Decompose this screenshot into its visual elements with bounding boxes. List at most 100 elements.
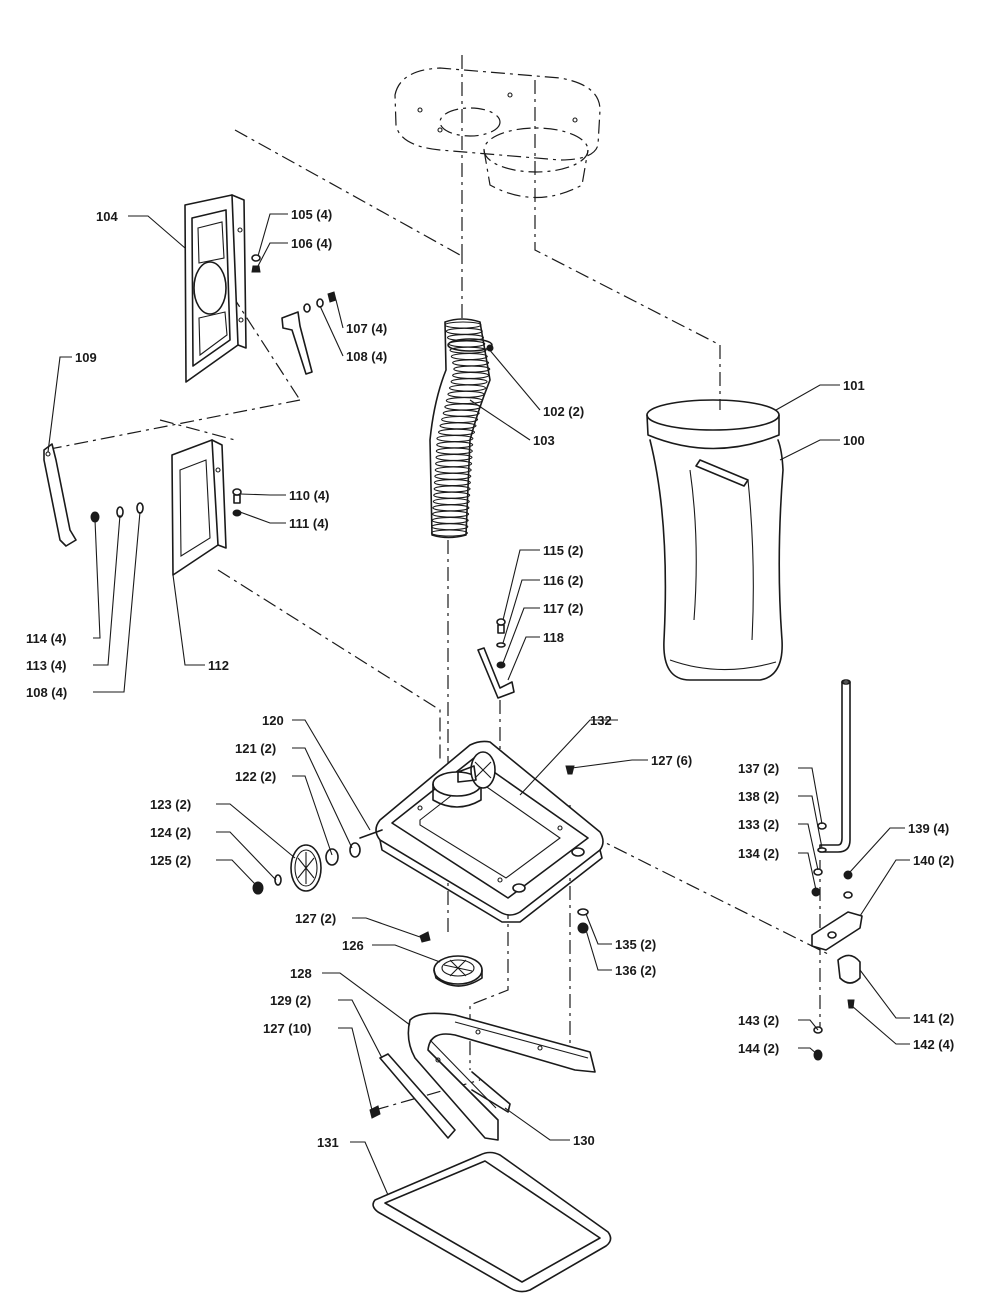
callout-105: 105 (4): [291, 207, 332, 222]
part-132-base-plate: [375, 740, 604, 923]
callout-110: 110 (4): [289, 488, 329, 503]
callout-131: 131: [317, 1135, 339, 1150]
assembly-lines: [44, 55, 831, 1111]
part-109-bracket: [43, 443, 77, 547]
hose-rib: [453, 365, 491, 373]
callout-144: 144 (2): [738, 1041, 779, 1056]
part-112-lower-panel: [171, 439, 227, 576]
hose-rib: [436, 434, 474, 443]
callout-103: 103: [533, 433, 555, 448]
callout-139: 139 (4): [908, 821, 949, 836]
callout-125: 125 (2): [150, 853, 191, 868]
hose-rib: [439, 422, 477, 430]
front-wheel-assembly: [252, 829, 383, 895]
callout-109: 109: [75, 350, 97, 365]
callout-120: 120: [262, 713, 284, 728]
callout-113: 113 (4): [26, 658, 66, 673]
callout-111: 111 (4): [289, 516, 329, 531]
hose-rib: [435, 447, 473, 455]
callout-134: 134 (2): [738, 846, 779, 861]
hose-rib: [448, 340, 486, 348]
part-100-101-collection-bag: [646, 399, 784, 681]
callout-116: 116 (2): [543, 573, 583, 588]
callout-117: 117 (2): [543, 601, 583, 616]
callout-108-lower: 108 (4): [26, 685, 67, 700]
callout-102: 102 (2): [543, 404, 584, 419]
callout-101: 101: [843, 378, 865, 393]
callout-121: 121 (2): [235, 741, 276, 756]
part-126-impeller: [433, 955, 483, 987]
callout-112: 112: [208, 658, 229, 673]
upper-housing-reference: [394, 67, 601, 198]
hose-rib: [430, 529, 468, 537]
callout-138: 138 (2): [738, 789, 779, 804]
callout-129: 129 (2): [270, 993, 311, 1008]
hose-rib: [435, 460, 473, 468]
hose-rib: [434, 472, 472, 480]
callout-127-bottom: 127 (10): [263, 1021, 311, 1036]
callout-126: 126: [342, 938, 364, 953]
part-128-130-base-skirt: [379, 1012, 596, 1141]
callout-137: 137 (2): [738, 761, 779, 776]
washers-108-113-114: [90, 502, 144, 523]
screws-127-135-136: [419, 765, 589, 943]
hose-rib: [450, 378, 488, 386]
screw-127-lower: [369, 1105, 381, 1119]
callout-127-top: 127 (6): [651, 753, 692, 768]
callout-141: 141 (2): [913, 1011, 954, 1026]
hose-rib: [444, 321, 482, 329]
callout-104: 104: [96, 209, 118, 224]
hose-rib: [433, 491, 471, 499]
hose-rib: [445, 327, 483, 335]
hose-rib: [432, 510, 470, 518]
part-104-upper-panel: [184, 194, 247, 383]
callout-130: 130: [573, 1133, 595, 1148]
hose-rib: [432, 504, 470, 512]
hose-rib: [445, 397, 483, 405]
callout-140: 140 (2): [913, 853, 954, 868]
callout-107: 107 (4): [346, 321, 387, 336]
callout-143: 143 (2): [738, 1013, 779, 1028]
part-115-118-bracket: [477, 618, 515, 699]
callout-132: 132: [590, 713, 612, 728]
callout-106: 106 (4): [291, 236, 332, 251]
rear-wheel: [457, 751, 496, 789]
hose-rib: [435, 453, 473, 461]
hose-rib: [433, 479, 471, 487]
callout-118: 118: [543, 630, 564, 645]
hose-rib: [452, 371, 490, 379]
part-103-flex-hose: [429, 318, 491, 539]
bracket-107-108: [281, 291, 337, 375]
callout-128: 128: [290, 966, 312, 981]
hose-rib: [441, 415, 479, 424]
callout-135: 135 (2): [615, 937, 656, 952]
hose-rib: [442, 409, 480, 417]
handle-caster-assembly: [811, 679, 863, 1061]
hose-rib: [447, 390, 485, 398]
callout-127-mid: 127 (2): [295, 911, 336, 926]
callout-108-upper: 108 (4): [346, 349, 387, 364]
hose-rib: [450, 352, 488, 361]
callout-100: 100: [843, 433, 865, 448]
hose-rib: [431, 516, 469, 524]
fastener-105-106: [251, 254, 261, 273]
callout-115: 115 (2): [543, 543, 583, 558]
callout-123: 123 (2): [150, 797, 191, 812]
hose-rib: [437, 428, 476, 436]
callout-136: 136 (2): [615, 963, 656, 978]
callout-114: 114 (4): [26, 631, 66, 646]
hose-rib: [448, 384, 487, 392]
callout-122: 122 (2): [235, 769, 276, 784]
leader-lines: [47, 213, 910, 1196]
hose-rib: [434, 466, 472, 474]
hose-rib: [432, 497, 470, 506]
callout-133: 133 (2): [738, 817, 779, 832]
part-131-gasket: [372, 1151, 612, 1293]
hose-rib: [433, 485, 471, 493]
hose-rib: [436, 441, 474, 449]
hose-rib: [444, 403, 482, 411]
callout-142: 142 (4): [913, 1037, 954, 1052]
hose-rib: [452, 359, 490, 367]
callout-labels: 104 105 (4) 106 (4) 107 (4) 108 (4) 109 …: [26, 207, 954, 1150]
